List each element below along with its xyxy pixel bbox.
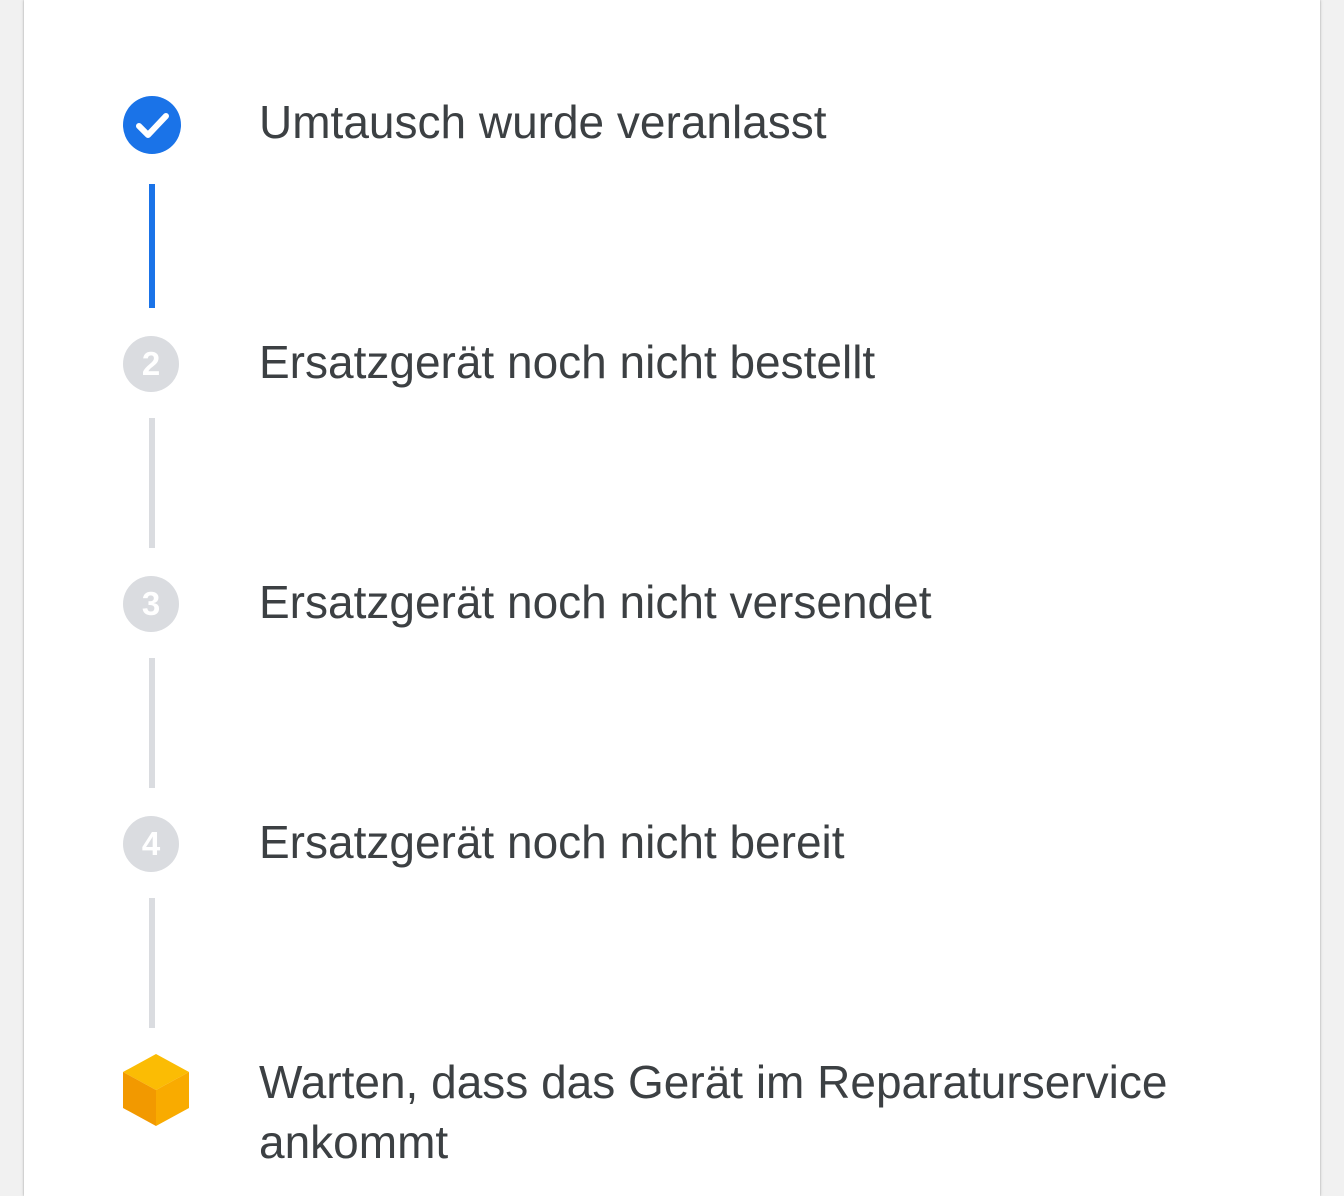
step-label: Warten, dass das Gerät im Reparaturservi… xyxy=(259,1056,1168,1168)
step-label: Umtausch wurde veranlasst xyxy=(259,96,827,148)
check-icon xyxy=(123,96,181,154)
connector-line xyxy=(149,898,155,1028)
step-number-badge: 2 xyxy=(123,336,179,392)
step-label: Ersatzgerät noch nicht bestellt xyxy=(259,336,876,388)
package-box-icon xyxy=(121,1052,191,1128)
connector-line xyxy=(149,658,155,788)
repair-status-card: Umtausch wurde veranlasst 2 Ersatzgerät … xyxy=(24,0,1320,1196)
connector-line xyxy=(149,418,155,548)
step-number-badge: 4 xyxy=(123,816,179,872)
step-label: Ersatzgerät noch nicht bereit xyxy=(259,816,845,868)
step-label: Ersatzgerät noch nicht versendet xyxy=(259,576,932,628)
step-number-badge: 3 xyxy=(123,576,179,632)
connector-line xyxy=(149,184,155,308)
